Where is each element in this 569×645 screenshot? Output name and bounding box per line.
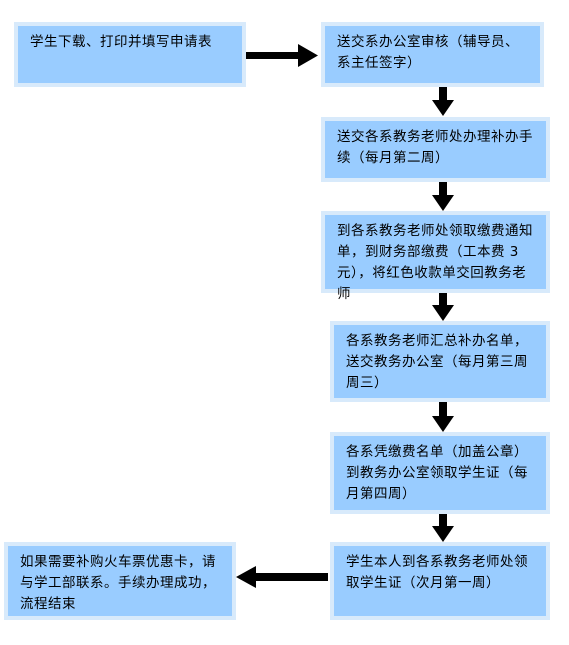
step-7-student-pickup: 学生本人到各系教务老师处领取学生证（次月第一周）	[330, 542, 550, 620]
step-8-end: 如果需要补购火车票优惠卡，请与学工部联系。手续办理成功，流程结束	[4, 542, 236, 620]
step-6-text: 各系凭缴费名单（加盖公章）到教务办公室领取学生证（每月第四周）	[346, 444, 528, 502]
step-3-text: 送交各系教务老师处办理补办手续（每月第二周）	[337, 129, 533, 166]
arrow-down-icon	[432, 293, 454, 321]
step-1-download-form: 学生下载、打印并填写申请表	[14, 22, 246, 87]
arrow-right-icon	[246, 44, 318, 67]
arrow-down-icon	[432, 514, 454, 542]
step-5-text: 各系教务老师汇总补办名单，送交教务办公室（每月第三周周三）	[346, 333, 528, 391]
step-8-text: 如果需要补购火车票优惠卡，请与学工部联系。手续办理成功，流程结束	[20, 554, 216, 612]
step-6-collect-certificates: 各系凭缴费名单（加盖公章）到教务办公室领取学生证（每月第四周）	[330, 432, 550, 514]
arrow-down-icon	[432, 182, 454, 211]
step-4-payment: 到各系教务老师处领取缴费通知单，到财务部缴费（工本费 3 元），将红色收款单交回…	[321, 211, 550, 302]
step-3-submit-to-teacher: 送交各系教务老师处办理补办手续（每月第二周）	[321, 117, 550, 182]
arrow-down-icon	[432, 87, 454, 116]
step-5-summary-list: 各系教务老师汇总补办名单，送交教务办公室（每月第三周周三）	[330, 321, 550, 402]
step-2-department-review: 送交系办公室审核（辅导员、系主任签字）	[321, 22, 544, 87]
step-4-text: 到各系教务老师处领取缴费通知单，到财务部缴费（工本费 3 元），将红色收款单交回…	[337, 223, 533, 302]
step-2-text: 送交系办公室审核（辅导员、系主任签字）	[337, 34, 519, 71]
step-1-text: 学生下载、打印并填写申请表	[30, 34, 212, 50]
arrow-left-icon	[236, 566, 328, 588]
arrow-down-icon	[432, 402, 454, 432]
step-7-text: 学生本人到各系教务老师处领取学生证（次月第一周）	[346, 554, 528, 591]
